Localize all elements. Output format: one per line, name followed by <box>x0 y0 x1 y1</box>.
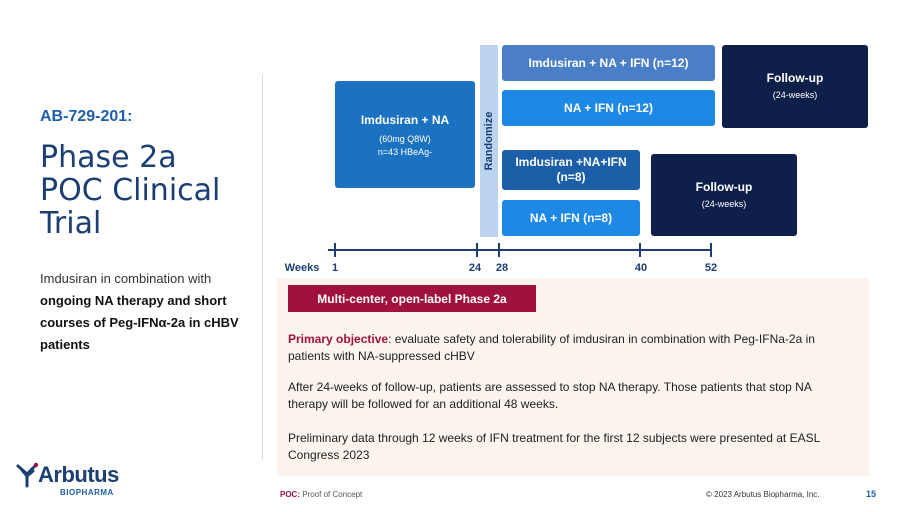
page-title-line-3: Trial <box>40 206 102 241</box>
tick-week-24 <box>476 243 478 257</box>
lead-in-box: Imdusiran + NA (60mg Q8W) n=43 HBeAg- <box>335 81 475 188</box>
arbutus-tree-icon <box>16 462 39 488</box>
randomize-label: Randomize <box>483 111 495 171</box>
page-title-line-1: Phase 2a <box>40 140 177 175</box>
arm-4-label: NA + IFN (n=8) <box>529 211 613 225</box>
description-intro: Imdusiran in combination with <box>40 271 212 286</box>
lead-in-title: Imdusiran + NA <box>360 113 450 127</box>
objective-label: Primary objective <box>288 332 389 346</box>
follow-up-1-box: Follow-up (24-weeks) <box>722 45 868 128</box>
phase-banner: Multi-center, open-label Phase 2a <box>288 285 536 312</box>
column-divider <box>262 75 263 460</box>
lead-in-count: n=43 HBeAg- <box>377 147 433 157</box>
arm-2-box: NA + IFN (n=12) <box>502 90 715 126</box>
arm-3-box: Imdusiran +NA+IFN (n=8) <box>502 150 640 190</box>
arm-2-label: NA + IFN (n=12) <box>564 101 653 115</box>
arm-1-box: Imdusiran + NA + IFN (n=12) <box>502 45 715 81</box>
arm-3-label-2: (n=8) <box>556 170 586 184</box>
arm-4-box: NA + IFN (n=8) <box>502 200 640 236</box>
study-id: AB-729-201: <box>40 108 133 125</box>
tick-label-40: 40 <box>634 262 648 274</box>
logo-wordmark: Arbutus <box>38 462 119 487</box>
page-number: 15 <box>866 489 877 499</box>
tick-label-1: 1 <box>331 262 339 274</box>
footnote: POC: Proof of Concept <box>280 490 362 499</box>
page-title-line-2: POC Clinical <box>40 173 221 208</box>
follow-up-1-duration: (24-weeks) <box>772 90 818 100</box>
footnote-key: POC: <box>280 490 300 499</box>
copyright: © 2023 Arbutus Biopharma, Inc. <box>706 490 820 499</box>
timeline-label: Weeks <box>284 262 320 274</box>
follow-up-1-title: Follow-up <box>766 71 824 85</box>
footnote-text: Proof of Concept <box>300 490 363 499</box>
tick-week-40 <box>639 243 641 257</box>
primary-objective: Primary objective: evaluate safety and t… <box>288 331 848 365</box>
preliminary-data-paragraph: Preliminary data through 12 weeks of IFN… <box>288 431 820 462</box>
company-logo: Arbutus BIOPHARMA <box>12 462 122 502</box>
objective-text: : evaluate safety and tolerability of im… <box>288 332 815 363</box>
arm-1-label: Imdusiran + NA + IFN (n=12) <box>528 56 689 70</box>
trial-description: Imdusiran in combination with ongoing NA… <box>40 268 260 356</box>
logo-subtitle: BIOPHARMA <box>60 488 114 497</box>
description-bold: ongoing NA therapy and short courses of … <box>40 293 239 352</box>
follow-up-2-title: Follow-up <box>695 180 753 194</box>
lead-in-dose: (60mg Q8W) <box>379 134 431 144</box>
tick-week-28 <box>498 243 500 257</box>
follow-up-paragraph: After 24-weeks of follow-up, patients ar… <box>288 380 812 411</box>
tick-label-28: 28 <box>495 262 509 274</box>
tick-label-24: 24 <box>468 262 482 274</box>
tick-week-1 <box>334 243 336 257</box>
arm-3-label-1: Imdusiran +NA+IFN <box>515 155 627 169</box>
tick-week-52 <box>710 243 712 257</box>
follow-up-2-duration: (24-weeks) <box>701 199 747 209</box>
follow-up-2-box: Follow-up (24-weeks) <box>651 154 797 236</box>
randomize-bar: Randomize <box>480 45 498 237</box>
tick-label-52: 52 <box>704 262 718 274</box>
timeline-axis <box>328 249 712 251</box>
